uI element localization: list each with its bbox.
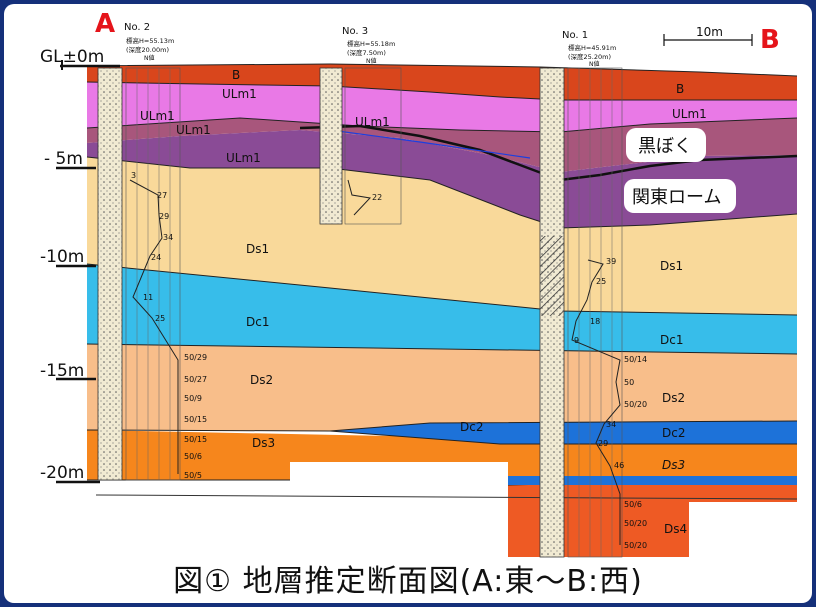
- scale-bar-label: 10m: [696, 25, 723, 39]
- n-value: 50/14: [624, 355, 647, 364]
- kuroboku-callout: 黒ぼく: [638, 136, 692, 157]
- depth-scale: [56, 64, 120, 484]
- layer-label-ds4: Ds4: [664, 522, 687, 536]
- n-value: 50/6: [184, 452, 202, 461]
- dc3-band: [508, 476, 797, 485]
- borehole-no2-info-1: 標高H=55.13m: [126, 36, 174, 45]
- layer-label-ulm1-left: ULm1: [140, 109, 175, 123]
- borehole-no1-axis-title: N値: [589, 60, 600, 68]
- borehole-no3: [319, 67, 402, 225]
- layer-label-ulm1-right: ULm1: [672, 107, 707, 121]
- layer-dc1: [87, 264, 797, 354]
- layer-ds1: [87, 157, 797, 315]
- n-value: 22: [372, 193, 382, 202]
- kuroboku-callout-box: [626, 128, 706, 162]
- layer-label-ds3-left: Ds3: [252, 436, 275, 450]
- depth-label-15: -15m: [40, 361, 84, 381]
- n-value: 50/6: [624, 500, 642, 509]
- n-value: 39: [606, 257, 616, 266]
- n-value: 50/20: [624, 400, 647, 409]
- layer-label-dc1-right: Dc1: [660, 333, 683, 347]
- depth-label-20: -20m: [40, 463, 84, 483]
- n-value: 11: [143, 293, 153, 302]
- n-value: 25: [596, 277, 606, 286]
- n-value: 50/15: [184, 435, 207, 444]
- layer-b: [87, 64, 797, 100]
- kanto-loam-callout-box: [624, 179, 736, 213]
- layer-ds2: [87, 344, 797, 431]
- n-value: 50/29: [184, 353, 207, 362]
- baseline: [95, 494, 798, 500]
- borehole-no1-id: No. 1: [562, 30, 588, 41]
- n-value: 27: [157, 191, 167, 200]
- borehole-no2-n-values: 3 27 29 34 24 11 25 50/29 50/27 50/9 50/…: [131, 171, 207, 480]
- layer-label-ds2-right: Ds2: [662, 391, 685, 405]
- borehole-no2-id: No. 2: [124, 22, 150, 33]
- n-value: 18: [590, 317, 600, 326]
- n-value: 50/20: [624, 541, 647, 550]
- n-value: 50/15: [184, 415, 207, 424]
- n-value: 46: [614, 461, 624, 470]
- layer-label-ulm1-lower: ULm1: [226, 151, 261, 165]
- n-value: 29: [598, 439, 608, 448]
- n-value: 29: [159, 212, 169, 221]
- depth-label-10: -10m: [40, 247, 84, 267]
- n-value: 50/9: [184, 394, 202, 403]
- layer-kanto-loam: [87, 130, 797, 228]
- end-label-a: A: [95, 9, 115, 39]
- layer-label-ulm1-top: ULm1: [222, 87, 257, 101]
- borehole-no3-axis-title: N値: [366, 57, 377, 65]
- n-value: 9: [574, 336, 579, 345]
- borehole-no1-info-2: (深度25.20m): [568, 52, 611, 61]
- borehole-no3-info-2: (深度7.50m): [347, 48, 386, 57]
- end-label-b: B: [760, 25, 780, 55]
- scale-bar: [663, 34, 753, 46]
- layer-label-ds2-left: Ds2: [250, 373, 273, 387]
- layer-label-ds1-left: Ds1: [246, 242, 269, 256]
- borehole-no2-axis-title: N値: [144, 54, 155, 62]
- ground-surface-line: [59, 63, 798, 77]
- n-value: 50: [624, 378, 634, 387]
- figure-caption: 図① 地層推定断面図(A:東～B:西): [173, 564, 643, 599]
- n-value: 34: [163, 233, 173, 242]
- layer-label-ds3-right: Ds3: [662, 458, 685, 472]
- layer-label-ulm1-no3: ULm1: [355, 115, 390, 129]
- kanto-loam-callout: 関東ローム: [632, 187, 721, 208]
- layer-label-dc2-mid: Dc2: [460, 420, 483, 434]
- borehole-no3-id: No. 3: [342, 26, 368, 37]
- borehole-no2-info-2: (深度20.00m): [126, 45, 169, 54]
- n-value: 25: [155, 314, 165, 323]
- layer-label-b-right: B: [676, 82, 684, 96]
- borehole-no2: [97, 67, 181, 481]
- layer-label-ulm1-mid: ULm1: [176, 123, 211, 137]
- n-value: 50/27: [184, 375, 207, 384]
- borehole-no1: [539, 67, 623, 558]
- n-value: 50/5: [184, 471, 202, 480]
- layer-label-dc2-right: Dc2: [662, 426, 685, 440]
- layer-label-b-left: B: [232, 68, 240, 82]
- n-value: 3: [131, 171, 136, 180]
- borehole-no3-info-1: 標高H=55.18m: [347, 39, 395, 48]
- borehole-no1-n-values: 39 25 18 9 50/14 50 50/20 34 29 46 50/6 …: [574, 257, 647, 550]
- depth-label-5: - 5m: [44, 149, 83, 169]
- layer-label-dc1-left: Dc1: [246, 315, 269, 329]
- depth-label-0: GL±0m: [40, 47, 104, 67]
- groundwater-line: [329, 129, 531, 159]
- n-value: 24: [151, 253, 161, 262]
- n-value: 50/20: [624, 519, 647, 528]
- n-value: 34: [606, 420, 616, 429]
- borehole-no1-info-1: 標高H=45.91m: [568, 43, 616, 52]
- layer-label-ds1-right: Ds1: [660, 259, 683, 273]
